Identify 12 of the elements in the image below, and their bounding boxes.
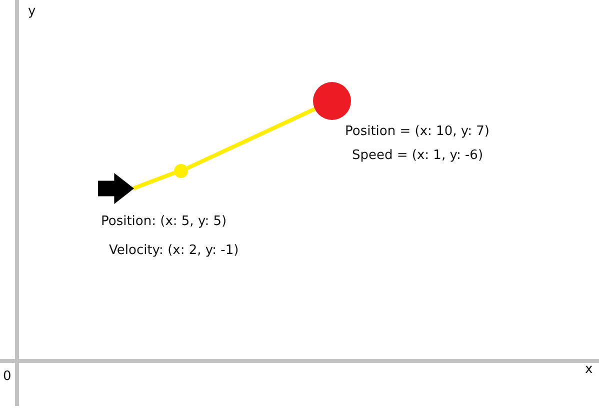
line-segment	[132, 170, 175, 190]
value-label: Velocity: (x: 2, y: -1)	[109, 243, 239, 258]
value-label: Position = (x: 10, y: 7)	[345, 124, 490, 139]
axis-label: y	[28, 4, 36, 19]
axis-label: 0	[3, 369, 12, 384]
ball-circle	[313, 82, 351, 120]
axis-label: x	[585, 362, 593, 377]
arrow-shape	[98, 173, 134, 204]
line-segment	[186, 107, 316, 170]
value-label: Speed = (x: 1, y: -6)	[352, 148, 484, 163]
value-label: Position: (x: 5, y: 5)	[101, 214, 227, 229]
midpoint-dot	[174, 164, 188, 178]
